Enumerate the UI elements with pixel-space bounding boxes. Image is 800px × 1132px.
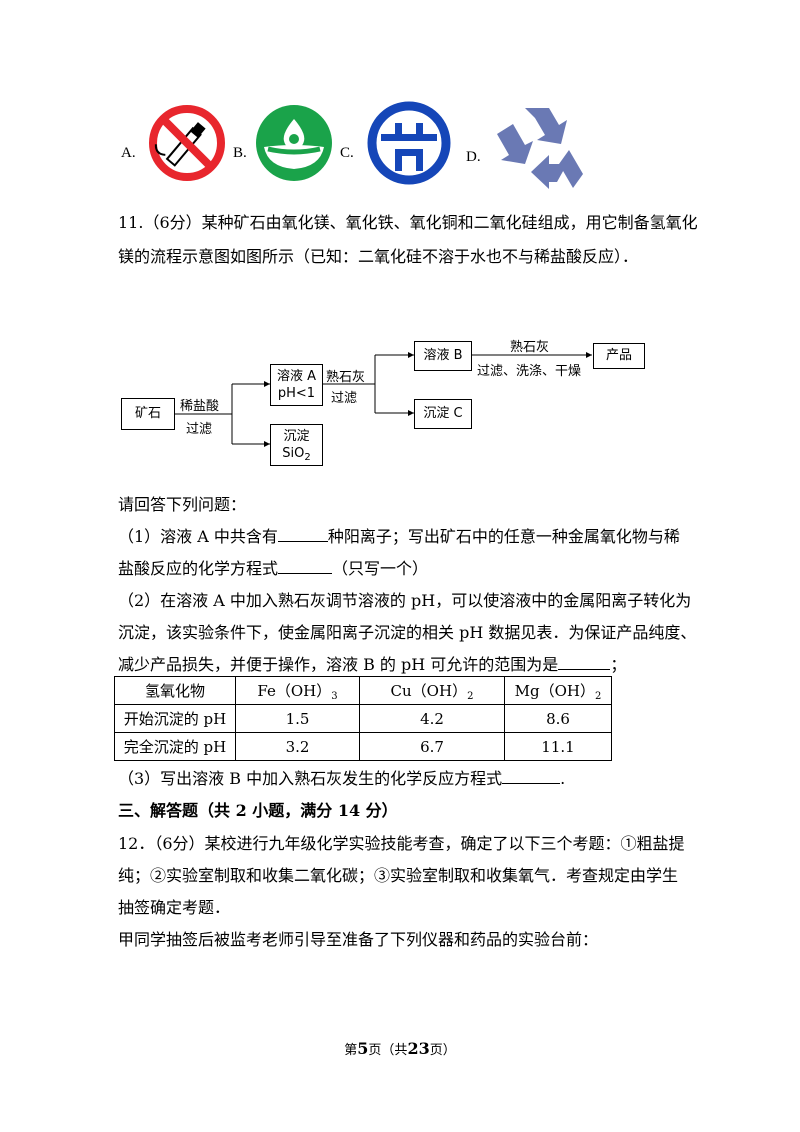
no-smoking-icon: [149, 105, 225, 181]
sio2-precipitate-box: 沉淀 SiO2: [270, 424, 323, 466]
questions-prompt: 请回答下列问题：: [118, 495, 247, 514]
sio2-formula: SiO2: [282, 446, 311, 463]
hydroxide-ph-table: 氢氧化物 Fe（OH）3 Cu（OH）2 Mg（OH）2 开始沉淀的 pH 1.…: [114, 676, 612, 761]
precipitate-c-box: 沉淀 C: [414, 399, 472, 429]
table-cell: 完全沉淀的 pH: [114, 732, 236, 761]
table-cell: 3.2: [235, 732, 360, 761]
answer-blank-4[interactable]: [502, 769, 561, 784]
acid-label: 稀盐酸: [180, 399, 220, 414]
q12-stem-line1: 12．（6分）某校进行九年级化学实验技能考查，确定了以下三个考题：①粗盐提: [118, 834, 685, 853]
water-saving-icon: [256, 105, 332, 181]
option-a-label: A.: [121, 145, 136, 161]
q11-part2-line3: 减少产品损失，并便于操作，溶液 B 的 pH 可允许的范围为是；: [118, 655, 627, 674]
table-cell: 11.1: [504, 732, 612, 761]
precipitate-label: 沉淀: [283, 429, 310, 444]
q11-stem-line2: 镁的流程示意图如图所示（已知：二氧化硅不溶于水也不与稀盐酸反应）．: [118, 247, 639, 266]
solution-b-box: 溶液 B: [414, 341, 472, 371]
table-cell: 8.6: [504, 704, 612, 733]
solution-a-ph: pH<1: [277, 386, 316, 401]
table-cell: 开始沉淀的 pH: [114, 704, 236, 733]
filter-label-1: 过滤: [186, 422, 213, 437]
table-header-cell: Cu（OH）2: [359, 676, 505, 705]
answer-blank-3[interactable]: [558, 655, 611, 670]
ore-box: 矿石: [121, 398, 175, 430]
filter-label-2: 过滤: [331, 391, 358, 406]
q12-stem-line4: 甲同学抽签后被监考老师引导至准备了下列仪器和药品的实验台前：: [118, 930, 599, 949]
lime-label-2: 熟石灰: [510, 340, 550, 355]
page-footer: 第5页（共23页）: [344, 1039, 456, 1058]
table-header-row: 氢氧化物 Fe（OH）3 Cu（OH）2 Mg（OH）2: [114, 676, 612, 705]
option-b-label: B.: [233, 145, 247, 161]
filter-wash-dry-label: 过滤、洗涤、干燥: [477, 364, 582, 379]
table-row: 完全沉淀的 pH 3.2 6.7 11.1: [114, 732, 612, 761]
lime-label: 熟石灰: [326, 370, 366, 385]
q12-stem-line2: 纯；②实验室制取和收集二氧化碳；③实验室制取和收集氧气．考查规定由学生: [118, 866, 679, 885]
solution-a-name: 溶液 A: [276, 369, 317, 384]
table-header-cell: 氢氧化物: [114, 676, 236, 705]
section-3-title: 三、解答题（共 2 小题，满分 14 分）: [118, 801, 398, 820]
table-header-cell: Mg（OH）2: [504, 676, 612, 705]
page-number: 5: [357, 1039, 369, 1058]
q12-stem-line3: 抽签确定考题．: [118, 898, 231, 917]
table-cell: 6.7: [359, 732, 505, 761]
q11-part3: （3）写出溶液 B 中加入熟石灰发生的化学反应方程式.: [118, 769, 566, 788]
q11-part2-line1: （2）在溶液 A 中加入熟石灰调节溶液的 pH，可以使溶液中的金属阳离子转化为: [118, 591, 692, 610]
table-cell: 1.5: [235, 704, 360, 733]
option-d-label: D.: [466, 149, 481, 165]
q11-stem-line1: 11.（6分）某种矿石由氧化镁、氧化铁、氧化铜和二氧化硅组成，用它制备氢氧化: [118, 213, 698, 232]
solution-a-box: 溶液 A pH<1: [270, 364, 323, 406]
q11-part1-line1: （1）溶液 A 中共含有种阳离子；写出矿石中的任意一种金属氧化物与稀: [118, 527, 680, 546]
flow-connectors: [175, 352, 592, 447]
answer-blank-2[interactable]: [278, 559, 333, 574]
product-box: 产品: [593, 343, 645, 369]
table-row: 开始沉淀的 pH 1.5 4.2 8.6: [114, 704, 612, 733]
table-cell: 4.2: [359, 704, 505, 733]
recycling-icon: [497, 108, 583, 189]
q11-part1-line2: 盐酸反应的化学方程式（只写一个）: [118, 559, 429, 578]
q11-part2-line2: 沉淀，该实验条件下，使金属阳离子沉淀的相关 pH 数据见表．为保证产品纯度、: [118, 623, 697, 642]
china-energy-saving-icon: [367, 101, 451, 185]
table-header-cell: Fe（OH）3: [235, 676, 360, 705]
option-c-label: C.: [340, 145, 354, 161]
page-total: 23: [407, 1039, 430, 1058]
answer-blank-1[interactable]: [277, 527, 328, 542]
